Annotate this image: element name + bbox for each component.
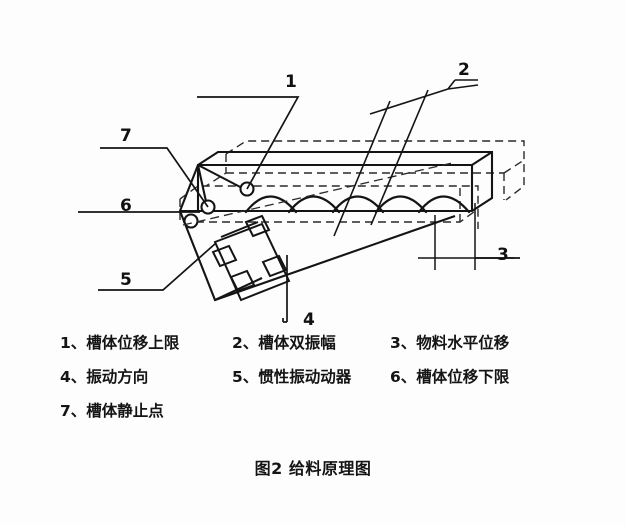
callout-label-1: 1	[285, 72, 297, 92]
material-hop-arcs	[244, 195, 471, 214]
callout-leader-7	[100, 147, 209, 208]
callout-label-7: 7	[120, 126, 132, 146]
legend-item-4: 4、振动方向	[60, 368, 149, 386]
feeder-principle-drawing	[78, 79, 525, 323]
legend-item-3: 3、物料水平位移	[390, 334, 510, 352]
callout-label-4: 4	[303, 310, 315, 330]
callout-label-3: 3	[497, 245, 509, 265]
vibration-direction-extension-lines	[333, 89, 429, 237]
legend-row: 1、槽体位移上限 2、槽体双振幅 3、物料水平位移	[0, 334, 626, 370]
callout-label-6: 6	[120, 196, 132, 216]
figure-caption: 图2 给料原理图	[254, 459, 372, 478]
callout-leader-2	[447, 84, 479, 90]
callout-leader-1	[197, 96, 300, 190]
legend-item-7: 7、槽体静止点	[60, 402, 164, 420]
particle-lower	[183, 213, 199, 229]
legend-item-1: 1、槽体位移上限	[60, 334, 180, 352]
legend-row: 4、振动方向 5、惯性振动动器 6、槽体位移下限	[0, 368, 626, 404]
trough-bottom-support	[179, 210, 456, 302]
vibration-direction-line	[182, 162, 453, 226]
legend-row: 7、槽体静止点	[0, 402, 626, 438]
legend-item-5: 5、惯性振动动器	[232, 368, 352, 386]
callout-label-5: 5	[120, 270, 132, 290]
inertial-vibrator-motor	[211, 214, 291, 302]
callout-leader-5	[98, 242, 217, 291]
legend: 1、槽体位移上限 2、槽体双振幅 3、物料水平位移 4、振动方向 5、惯性振动动…	[0, 334, 626, 438]
legend-item-6: 6、槽体位移下限	[390, 368, 510, 386]
double-amplitude-dimension	[369, 79, 478, 115]
trough-displacement-upper-limit	[205, 140, 525, 201]
trough-body	[196, 150, 494, 213]
callout-leader-4	[282, 255, 288, 323]
legend-item-2: 2、槽体双振幅	[232, 334, 336, 352]
callout-label-2: 2	[458, 60, 470, 80]
